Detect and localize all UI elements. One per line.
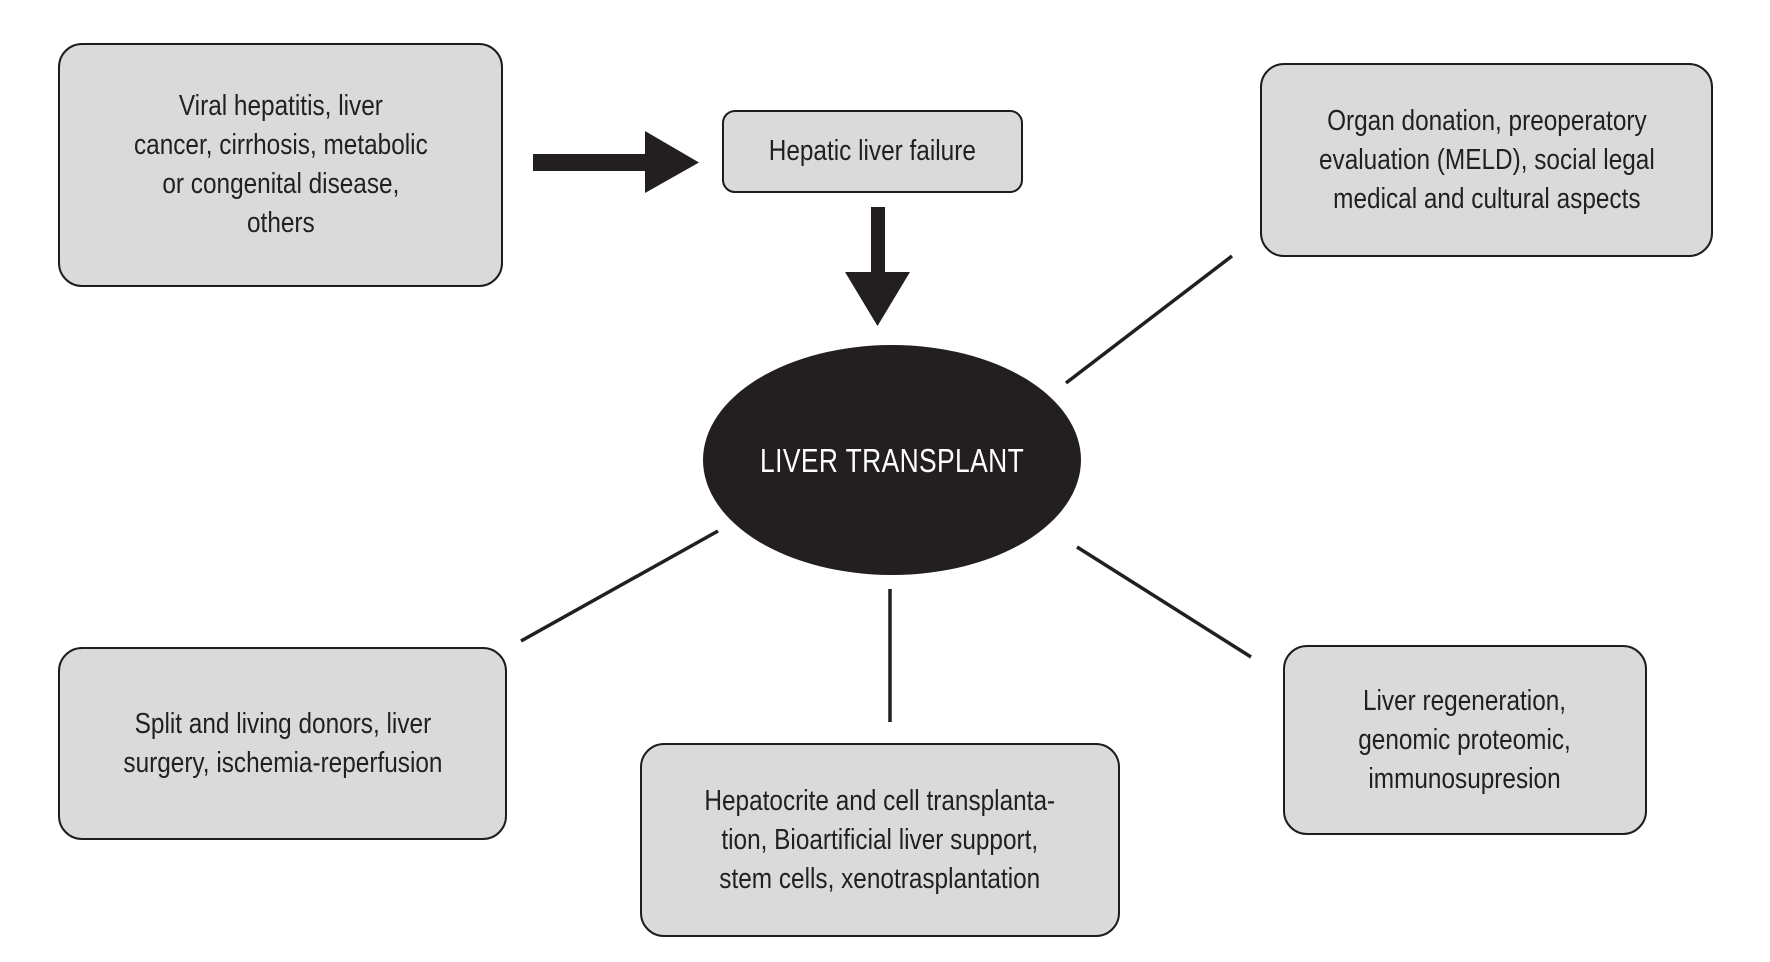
- node-hepatic-failure: Hepatic liver failure: [722, 110, 1023, 193]
- node-liver-regeneration: Liver regeneration, genomic proteomic, i…: [1283, 645, 1647, 835]
- node-split-donors: Split and living donors, liver surgery, …: [58, 647, 507, 840]
- connector-organ-line: [1064, 254, 1234, 385]
- node-causes-line4: others: [246, 207, 315, 239]
- node-liver-regeneration-line2: genomic proteomic,: [1358, 723, 1572, 756]
- node-organ-donation-text: Organ donation, preoperatory evaluation …: [1319, 102, 1655, 219]
- node-liver-regeneration-line3: immunosupresion: [1368, 762, 1562, 795]
- node-organ-donation-line1: Organ donation, preoperatory: [1326, 104, 1647, 137]
- node-cell-transplantation-line2: tion, Bioartificial liver support,: [721, 823, 1039, 856]
- node-liver-regeneration-line1: Liver regeneration,: [1363, 684, 1567, 717]
- node-organ-donation: Organ donation, preoperatory evaluation …: [1260, 63, 1713, 257]
- node-liver-transplant: LIVER TRANSPLANT: [703, 345, 1081, 575]
- node-liver-transplant-label: LIVER TRANSPLANT: [759, 441, 1025, 479]
- node-split-donors-text: Split and living donors, liver surgery, …: [123, 705, 442, 783]
- arrow-right-icon: [533, 131, 699, 193]
- node-causes-line2: cancer, cirrhosis, metabolic: [133, 129, 428, 161]
- node-hepatic-failure-label: Hepatic liver failure: [768, 135, 977, 167]
- node-liver-regeneration-text: Liver regeneration, genomic proteomic, i…: [1359, 682, 1572, 799]
- node-causes-text: Viral hepatitis, liver cancer, cirrhosis…: [134, 87, 428, 243]
- node-causes-line1: Viral hepatitis, liver: [178, 90, 383, 122]
- node-split-donors-line1: Split and living donors, liver: [134, 707, 431, 740]
- arrow-down-icon: [845, 207, 910, 326]
- node-cell-transplantation-text: Hepatocrite and cell transplanta- tion, …: [705, 782, 1056, 899]
- connector-split-line: [520, 529, 719, 643]
- node-organ-donation-line2: evaluation (MELD), social legal: [1318, 143, 1655, 176]
- connector-regen-line: [1076, 545, 1252, 659]
- node-split-donors-line2: surgery, ischemia-reperfusion: [122, 746, 443, 779]
- node-cell-transplantation: Hepatocrite and cell transplanta- tion, …: [640, 743, 1120, 937]
- node-causes: Viral hepatitis, liver cancer, cirrhosis…: [58, 43, 503, 287]
- node-cell-transplantation-line1: Hepatocrite and cell transplanta-: [704, 784, 1056, 817]
- node-hepatic-failure-text: Hepatic liver failure: [769, 132, 976, 171]
- node-organ-donation-line3: medical and cultural aspects: [1332, 182, 1641, 215]
- node-cell-transplantation-line3: stem cells, xenotrasplantation: [719, 862, 1041, 895]
- node-causes-line3: or congenital disease,: [161, 168, 399, 200]
